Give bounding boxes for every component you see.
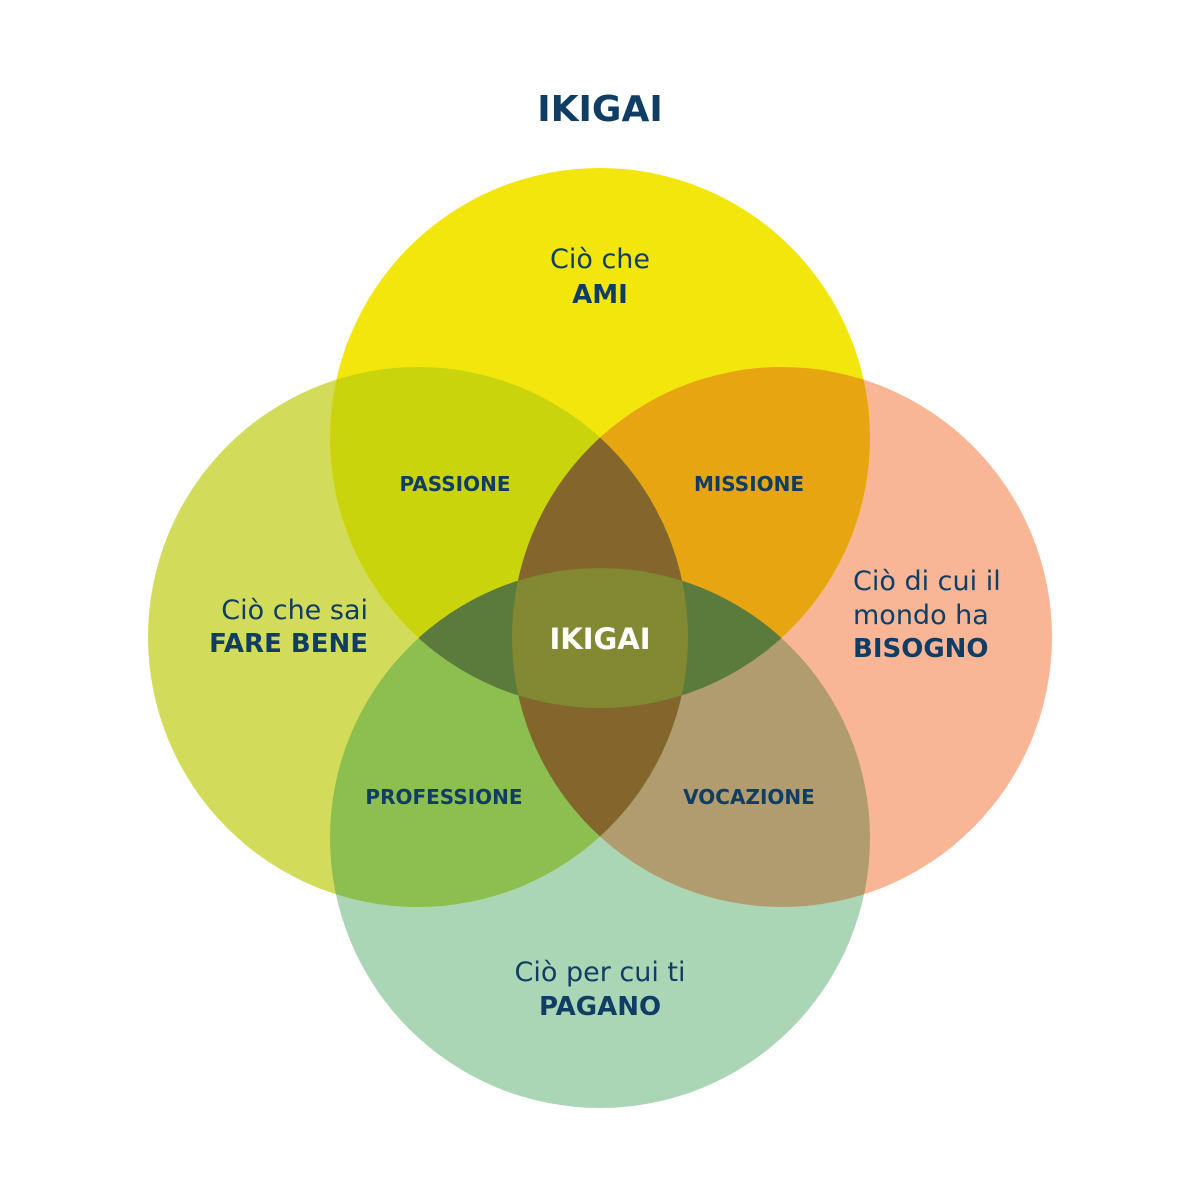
circle-bottom-label-line2: PAGANO <box>539 992 661 1022</box>
overlap-label-missione: MISSIONE <box>694 472 804 496</box>
circle-left-label-line1: Ciò che sai <box>221 595 368 626</box>
circle-right-label-line3: BISOGNO <box>853 634 989 664</box>
circle-right-label-line2: mondo ha <box>853 600 989 631</box>
overlap-label-passione: PASSIONE <box>399 472 510 496</box>
center-label: IKIGAI <box>549 622 650 656</box>
circle-right-label-line1: Ciò di cui il <box>853 566 1001 597</box>
circle-top-label-line1: Ciò che <box>550 244 650 275</box>
circle-left-label-line2: FARE BENE <box>209 629 368 659</box>
page-title: IKIGAI <box>537 89 663 130</box>
circle-top-label-line2: AMI <box>572 280 628 310</box>
circle-bottom-label-line1: Ciò per cui ti <box>514 957 685 988</box>
overlap-label-vocazione: VOCAZIONE <box>683 785 815 809</box>
region-right-lens <box>512 367 688 907</box>
overlap-label-professione: PROFESSIONE <box>365 785 522 809</box>
